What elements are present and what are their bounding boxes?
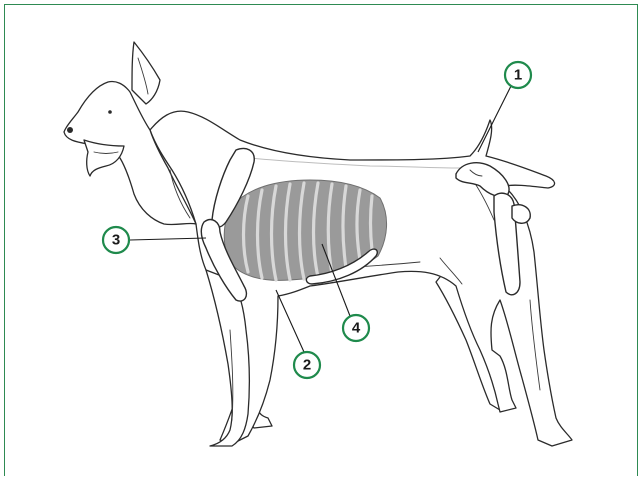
callout-marker-4: 4 bbox=[343, 315, 369, 341]
callout-1-leader bbox=[478, 84, 512, 152]
callout-2-leader bbox=[276, 290, 304, 352]
callout-marker-2: 2 bbox=[294, 352, 320, 378]
callout-label-3: 3 bbox=[112, 232, 120, 249]
dog-ear bbox=[132, 42, 160, 104]
callout-marker-3: 3 bbox=[103, 227, 129, 253]
dog-eye bbox=[108, 110, 112, 114]
dog-mouth bbox=[84, 140, 124, 176]
femur-head bbox=[512, 205, 530, 224]
dog-nose bbox=[67, 127, 73, 133]
callout-3-leader bbox=[130, 238, 206, 240]
callout-label-2: 2 bbox=[303, 357, 311, 374]
callout-marker-1: 1 bbox=[505, 62, 531, 88]
callout-label-4: 4 bbox=[352, 320, 361, 337]
callout-label-1: 1 bbox=[514, 67, 522, 84]
